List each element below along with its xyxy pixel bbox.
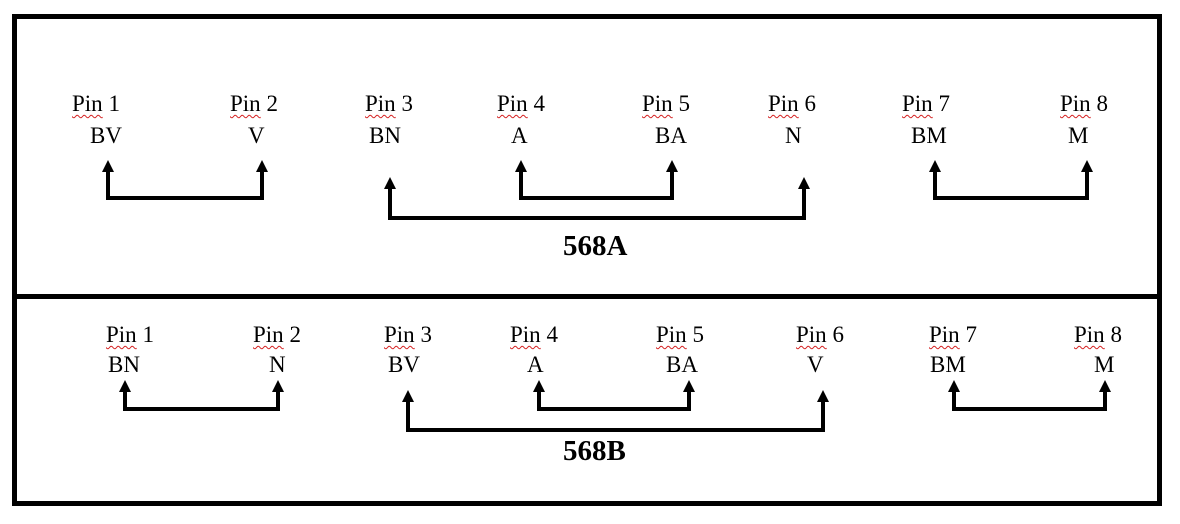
pin-label-2: Pin 2	[230, 91, 278, 116]
wire-color-4: A	[527, 352, 544, 377]
arrow-up-icon	[929, 160, 941, 172]
wire-color-6: V	[807, 352, 824, 377]
pin-label-1: Pin 1	[106, 322, 154, 347]
wire-color-5: BA	[655, 123, 687, 148]
pair-bracket-7-8	[952, 388, 1107, 411]
pin-label-7: Pin 7	[902, 91, 950, 116]
arrow-up-icon	[533, 380, 545, 392]
wire-color-2: V	[248, 123, 265, 148]
pin-label-8: Pin 8	[1060, 91, 1108, 116]
arrow-up-icon	[515, 160, 527, 172]
wire-color-4: A	[511, 123, 528, 148]
arrow-up-icon	[256, 160, 268, 172]
arrow-up-icon	[817, 390, 829, 402]
wire-color-1: BN	[108, 352, 140, 377]
wire-color-8: M	[1068, 123, 1089, 148]
arrow-up-icon	[384, 177, 396, 189]
standard-label-568b: 568B	[563, 435, 626, 467]
pin-label-6: Pin 6	[768, 91, 816, 116]
pair-bracket-4-5	[519, 168, 674, 200]
arrow-up-icon	[683, 380, 695, 392]
pair-bracket-3-6	[388, 185, 806, 220]
pin-label-7: Pin 7	[929, 322, 977, 347]
wire-color-7: BM	[930, 352, 966, 377]
wire-color-7: BM	[911, 123, 947, 148]
arrow-up-icon	[1081, 160, 1093, 172]
standard-label-568a: 568A	[563, 230, 628, 262]
pair-bracket-1-2	[106, 168, 264, 200]
pin-label-4: Pin 4	[510, 322, 558, 347]
arrow-up-icon	[272, 380, 284, 392]
diagram-frame	[12, 14, 1162, 506]
pin-label-6: Pin 6	[796, 322, 844, 347]
arrow-up-icon	[666, 160, 678, 172]
pair-bracket-1-2	[123, 388, 280, 411]
arrow-up-icon	[102, 160, 114, 172]
arrow-up-icon	[948, 380, 960, 392]
pin-label-4: Pin 4	[497, 91, 545, 116]
panel-divider	[12, 294, 1162, 299]
arrow-up-icon	[798, 177, 810, 189]
pair-bracket-7-8	[933, 168, 1089, 200]
arrow-up-icon	[119, 380, 131, 392]
pin-label-5: Pin 5	[656, 322, 704, 347]
pair-bracket-4-5	[537, 388, 691, 411]
pin-label-8: Pin 8	[1074, 322, 1122, 347]
wire-color-8: M	[1094, 352, 1115, 377]
wire-color-2: N	[269, 352, 286, 377]
pin-label-3: Pin 3	[365, 91, 413, 116]
arrow-up-icon	[1099, 380, 1111, 392]
pin-label-1: Pin 1	[72, 91, 120, 116]
pin-label-2: Pin 2	[253, 322, 301, 347]
pin-label-5: Pin 5	[642, 91, 690, 116]
wire-color-5: BA	[666, 352, 698, 377]
wire-color-3: BV	[388, 352, 420, 377]
wire-color-3: BN	[369, 123, 401, 148]
pair-bracket-3-6	[406, 398, 825, 432]
wire-color-1: BV	[90, 123, 122, 148]
arrow-up-icon	[402, 390, 414, 402]
pin-label-3: Pin 3	[384, 322, 432, 347]
wire-color-6: N	[785, 123, 802, 148]
